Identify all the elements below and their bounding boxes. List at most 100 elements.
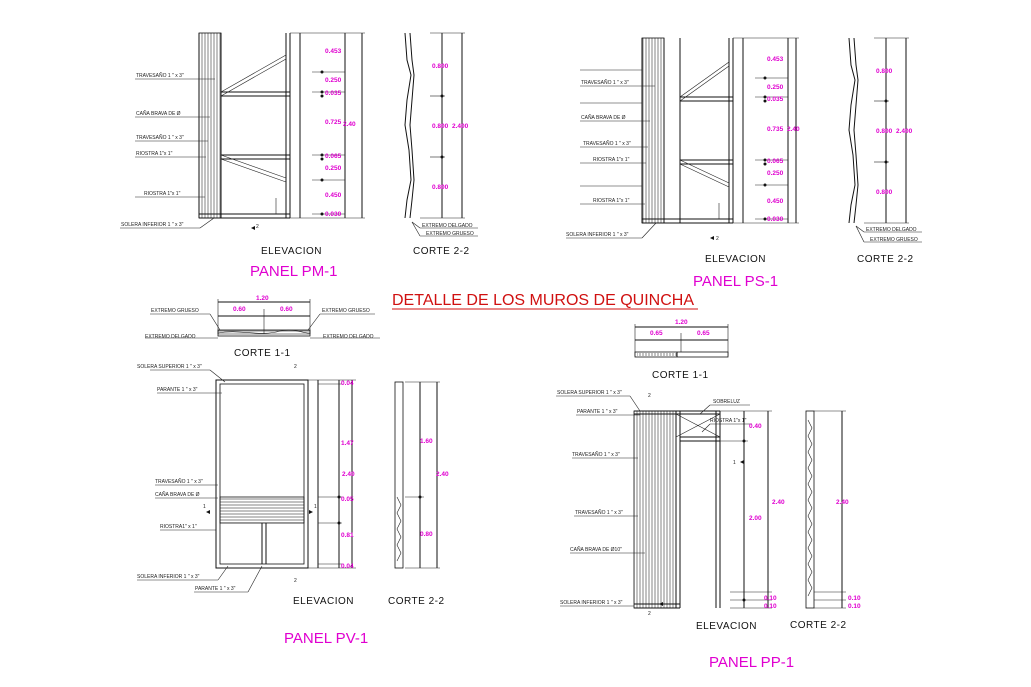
panel-pm1-corte-dims: 0.800 0.800 0.800 2.400 EXTREMO DELGADO …: [422, 63, 474, 237]
note: SOLERA INFERIOR 1 " x 3": [566, 232, 629, 238]
dim: 0.250: [325, 77, 342, 84]
dim: 0.81: [341, 532, 354, 539]
dim: 0.450: [325, 192, 342, 199]
dim: 0.10: [764, 603, 777, 610]
pm1-elevacion-label: ELEVACION: [261, 246, 322, 257]
note: EXTREMO DELGADO: [323, 334, 374, 340]
ps1-corte-label: CORTE 2-2: [857, 254, 914, 265]
dim: 0.030: [767, 216, 784, 223]
pm1-panel-title: PANEL PM-1: [250, 263, 338, 280]
dim: 0.800: [876, 128, 893, 135]
note: CAÑA BRAVA DE Ø: [581, 114, 626, 121]
panel-pm1-dims: 0.453 0.250 0.035 0.725 0.065 0.250 0.45…: [325, 48, 356, 218]
panel-pv1-corte: [394, 381, 440, 569]
note: EXTREMO GRUESO: [151, 308, 199, 314]
dim: 0.065: [325, 153, 342, 160]
panel-ps1-notes: TRAVESAÑO 1 " x 3" CAÑA BRAVA DE Ø TRAVE…: [566, 79, 719, 242]
dim-total: 2.40: [772, 499, 785, 506]
dim: 0.725: [325, 119, 342, 126]
panel-pm1-elevation: [120, 32, 365, 230]
dim: 0.05: [341, 496, 354, 503]
dim: 0.250: [767, 84, 784, 91]
section-mark: 2: [648, 611, 651, 617]
panel-pv1-notes: SOLERA SUPERIOR 1 " x 3" PARANTE 1 " x 3…: [137, 364, 317, 592]
note: SOBRELUZ: [713, 399, 740, 405]
panel-pp1-elevation: [556, 395, 772, 609]
ps1-elevacion-label: ELEVACION: [705, 254, 766, 265]
note: RIOSTRA 1"x 1": [710, 418, 747, 424]
dim: 0.453: [767, 56, 784, 63]
corte11-left-label: CORTE 1-1: [234, 348, 291, 359]
note: EXTREMO DELGADO: [866, 227, 917, 233]
dim: 0.035: [767, 96, 784, 103]
note: SOLERA INFERIOR 1 " x 3": [137, 574, 200, 580]
pp1-panel-title: PANEL PP-1: [709, 654, 794, 671]
panel-pm1-notes: TRAVESAÑO 1 " x 3" CAÑA BRAVA DE Ø TRAVE…: [121, 72, 259, 230]
dim-total: 2.40: [436, 471, 449, 478]
dim: 0.035: [325, 90, 342, 97]
note: RIOSTRA 1"x 1": [593, 157, 630, 163]
corte11-left: [145, 299, 380, 339]
note: EXTREMO DELGADO: [422, 223, 473, 229]
section-mark: 1: [314, 504, 317, 510]
dim: 0.800: [432, 123, 449, 130]
note: CAÑA BRAVA DE Ø: [155, 491, 200, 498]
note: RIOSTRA 1"x 1": [144, 191, 181, 197]
section-mark: 2: [716, 236, 719, 242]
dim: 0.10: [848, 595, 861, 602]
section-mark: 2: [256, 224, 259, 230]
dim-total: 2.40: [343, 121, 356, 128]
note: TRAVESAÑO 1 " x 3": [136, 134, 184, 141]
dim: 0.65: [650, 330, 663, 337]
dim: 0.800: [876, 68, 893, 75]
panel-ps1-elevation: [566, 37, 799, 240]
corte11-right-text: 1.20 0.65 0.65: [650, 319, 710, 337]
dim: 0.10: [764, 595, 777, 602]
corte11-right-label: CORTE 1-1: [652, 370, 709, 381]
dim: 0.450: [767, 198, 784, 205]
note: SOLERA INFERIOR 1 " x 3": [560, 600, 623, 606]
note: TRAVESAÑO 1 " x 3": [572, 451, 620, 458]
note: TRAVESAÑO 1 " x 3": [136, 72, 184, 79]
main-title: DETALLE DE LOS MUROS DE QUINCHA: [392, 292, 694, 309]
corte11-left-text: 1.20 0.60 0.60 EXTREMO GRUESO EXTREMO GR…: [145, 295, 374, 340]
dim: 0.250: [767, 170, 784, 177]
dim: 0.80: [420, 531, 433, 538]
panel-pp1-corte: [805, 410, 846, 609]
pv1-corte-label: CORTE 2-2: [388, 596, 445, 607]
dim: 0.65: [697, 330, 710, 337]
dim-total: 2.400: [452, 123, 469, 130]
section-mark: 2: [294, 364, 297, 370]
note: TRAVESAÑO 1 " x 3": [581, 79, 629, 86]
section-mark: 1: [203, 504, 206, 510]
corte11-right: [634, 324, 729, 358]
pp1-elevacion-label: ELEVACION: [696, 621, 757, 632]
note: SOLERA SUPERIOR 1 " x 3": [137, 364, 202, 370]
dim: 1.47: [341, 440, 354, 447]
dim: 0.453: [325, 48, 342, 55]
dim-total: 2.40: [836, 499, 849, 506]
dim: 0.800: [876, 189, 893, 196]
dim-total: 2.40: [342, 471, 355, 478]
panel-pm1-corte: [404, 32, 478, 237]
panel-pp1-corte-dims: 2.40 0.10 0.10: [836, 499, 861, 610]
dim: 0.10: [848, 603, 861, 610]
section-mark: 1: [733, 460, 736, 466]
dim: 0.800: [432, 184, 449, 191]
note: CAÑA BRAVA DE Ø: [136, 110, 181, 117]
dim: 0.735: [767, 126, 784, 133]
dim: 0.800: [432, 63, 449, 70]
section-mark: 2: [648, 393, 651, 399]
dim: 1.60: [420, 438, 433, 445]
note: TRAVESAÑO 1 " x 3": [575, 509, 623, 516]
pp1-corte-label: CORTE 2-2: [790, 620, 847, 631]
note: SOLERA INFERIOR 1 " x 3": [121, 222, 184, 228]
panel-pv1-corte-dims: 1.60 0.80 2.40: [420, 438, 449, 538]
dim: 0.04: [341, 563, 354, 570]
dim: 2.00: [749, 515, 762, 522]
note: RIOSTRA 1"x 1": [136, 151, 173, 157]
dim-total: 2.400: [896, 128, 913, 135]
note: RIOSTRA 1"x 1": [593, 198, 630, 204]
note: PARANTE 1 " x 3": [195, 586, 236, 592]
